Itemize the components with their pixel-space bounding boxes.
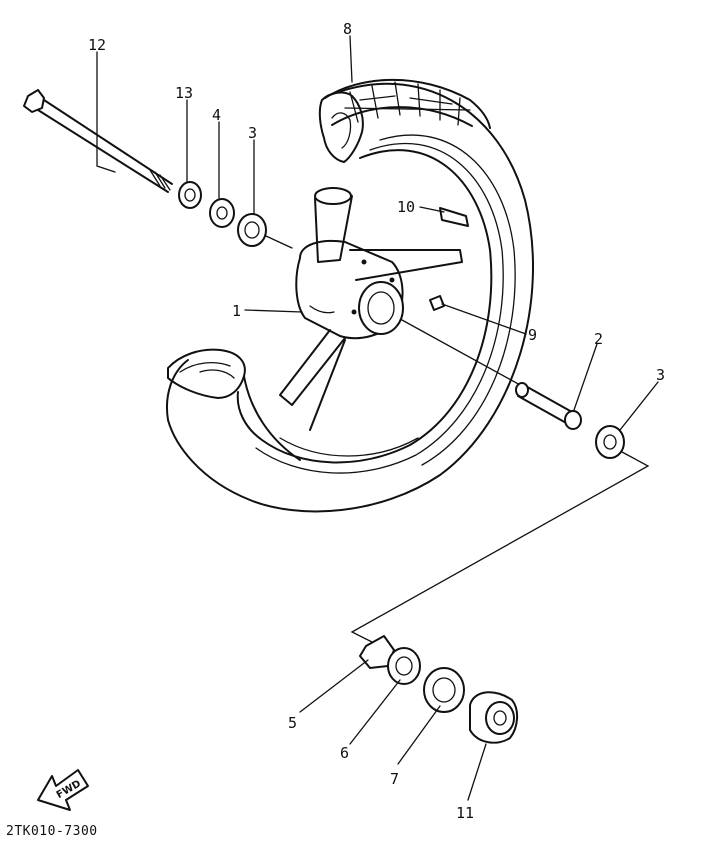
callout-3b: 3 xyxy=(656,366,665,384)
fwd-arrow-icon: FWD xyxy=(37,769,89,811)
axle xyxy=(23,89,173,193)
wheel-hub xyxy=(279,187,463,431)
tire xyxy=(166,78,534,513)
callout-12: 12 xyxy=(88,36,106,54)
speedometer-parts xyxy=(359,635,518,744)
leader-lines xyxy=(96,35,659,801)
callout-1: 1 xyxy=(232,302,241,320)
valve xyxy=(439,207,469,227)
callout-labels: 12 13 4 3 8 10 1 9 2 3 5 6 7 11 xyxy=(88,20,665,822)
callout-8: 8 xyxy=(343,20,352,38)
assembly-line xyxy=(350,451,650,643)
callout-2: 2 xyxy=(594,330,603,348)
clip xyxy=(429,295,445,311)
callout-3a: 3 xyxy=(248,124,257,142)
callout-13: 13 xyxy=(175,84,193,102)
right-parts xyxy=(401,319,625,459)
callout-10: 10 xyxy=(397,198,415,216)
drawing-code: 2TK010-7300 xyxy=(6,824,98,839)
callout-9: 9 xyxy=(528,326,537,344)
callout-7: 7 xyxy=(390,770,399,788)
callout-4: 4 xyxy=(212,106,221,124)
callout-11: 11 xyxy=(456,804,474,822)
callout-6: 6 xyxy=(340,744,349,762)
callout-5: 5 xyxy=(288,714,297,732)
left-parts xyxy=(178,181,293,249)
